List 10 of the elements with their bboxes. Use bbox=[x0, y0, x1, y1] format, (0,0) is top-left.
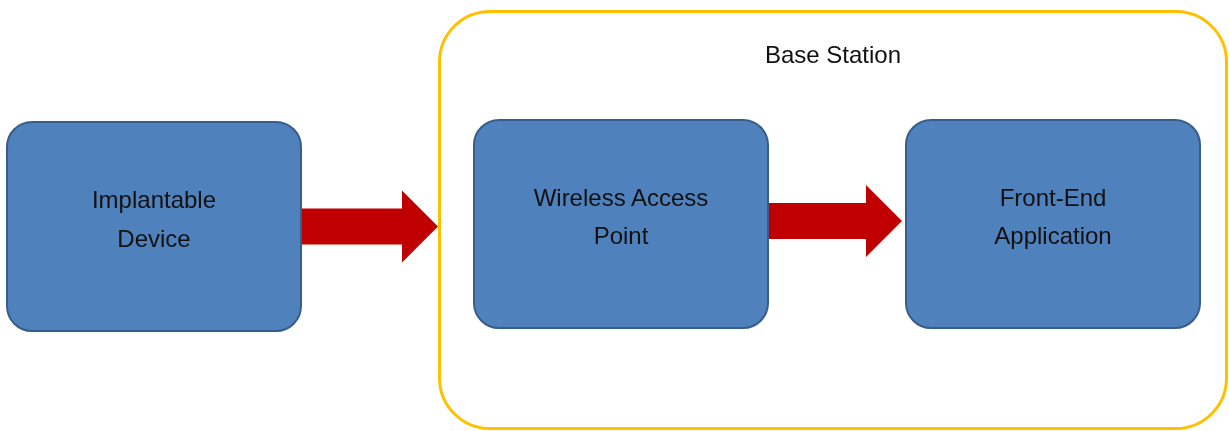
process-box bbox=[6, 121, 302, 332]
box-label: Wireless Access Point bbox=[532, 182, 710, 251]
group-container bbox=[438, 10, 1228, 430]
process-box bbox=[473, 119, 769, 329]
block-arrow bbox=[766, 185, 902, 257]
block-arrow bbox=[302, 190, 438, 263]
box-label: Front-End Application bbox=[993, 182, 1113, 251]
group-title: Base Station bbox=[763, 41, 903, 69]
process-box bbox=[905, 119, 1201, 329]
box-label: Implantable Device bbox=[90, 185, 218, 254]
